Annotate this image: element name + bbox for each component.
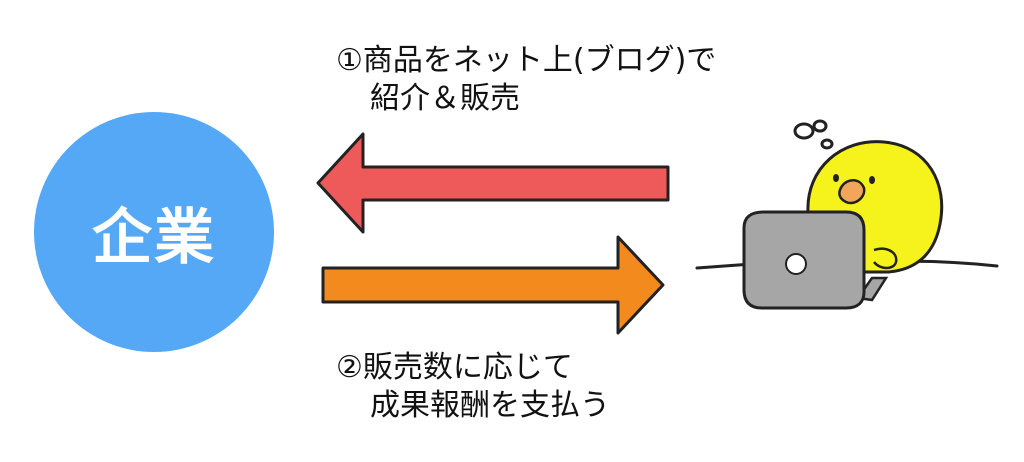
- company-label: 企業: [92, 202, 216, 273]
- step2-line2: 成果報酬を支払う: [370, 388, 610, 423]
- blogger-illustration: [695, 119, 999, 310]
- laptop-logo: [785, 253, 807, 275]
- chick-eye-right: [869, 176, 875, 184]
- right-arrow: [321, 235, 665, 335]
- laptop-icon: [742, 210, 889, 310]
- step2-line1: ②販売数に応じて: [336, 350, 573, 385]
- left-arrow: [316, 132, 670, 234]
- step1-line1: ①商品をネット上(ブログ)で: [336, 43, 717, 78]
- thought-bubbles-icon: [793, 119, 834, 150]
- step1-caption: ①商品をネット上(ブログ)で 紹介＆販売: [336, 42, 716, 118]
- chick-beak: [838, 179, 866, 205]
- company-circle: 企業: [34, 112, 274, 352]
- step1-line2: 紹介＆販売: [370, 81, 520, 116]
- chick-wing: [873, 247, 898, 270]
- step2-caption: ②販売数に応じて 成果報酬を支払う: [336, 349, 610, 425]
- chick-eye-left: [833, 174, 839, 182]
